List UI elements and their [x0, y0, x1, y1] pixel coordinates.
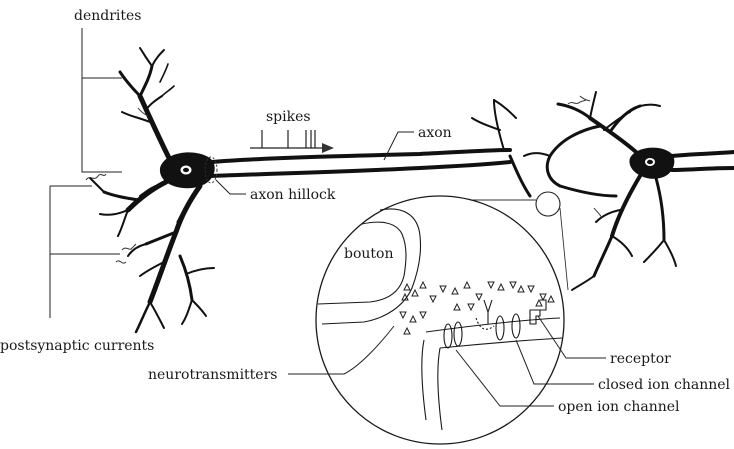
label-receptor: receptor	[610, 351, 671, 367]
label-bouton: bouton	[344, 246, 393, 262]
label-axon: axon	[418, 125, 452, 141]
spike-train	[250, 130, 334, 153]
label-postsynaptic-currents: postsynaptic currents	[0, 338, 154, 354]
synapse-marker	[536, 192, 560, 216]
label-axon-hillock: axon hillock	[250, 187, 336, 203]
label-spikes: spikes	[266, 109, 311, 125]
label-closed-ion-channel: closed ion channel	[598, 377, 731, 393]
right-neuron	[524, 92, 734, 290]
synapse-zoom	[316, 196, 564, 444]
label-open-ion-channel: open ion channel	[558, 399, 680, 415]
label-neurotransmitters: neurotransmitters	[148, 367, 277, 383]
label-dendrites: dendrites	[74, 8, 142, 24]
